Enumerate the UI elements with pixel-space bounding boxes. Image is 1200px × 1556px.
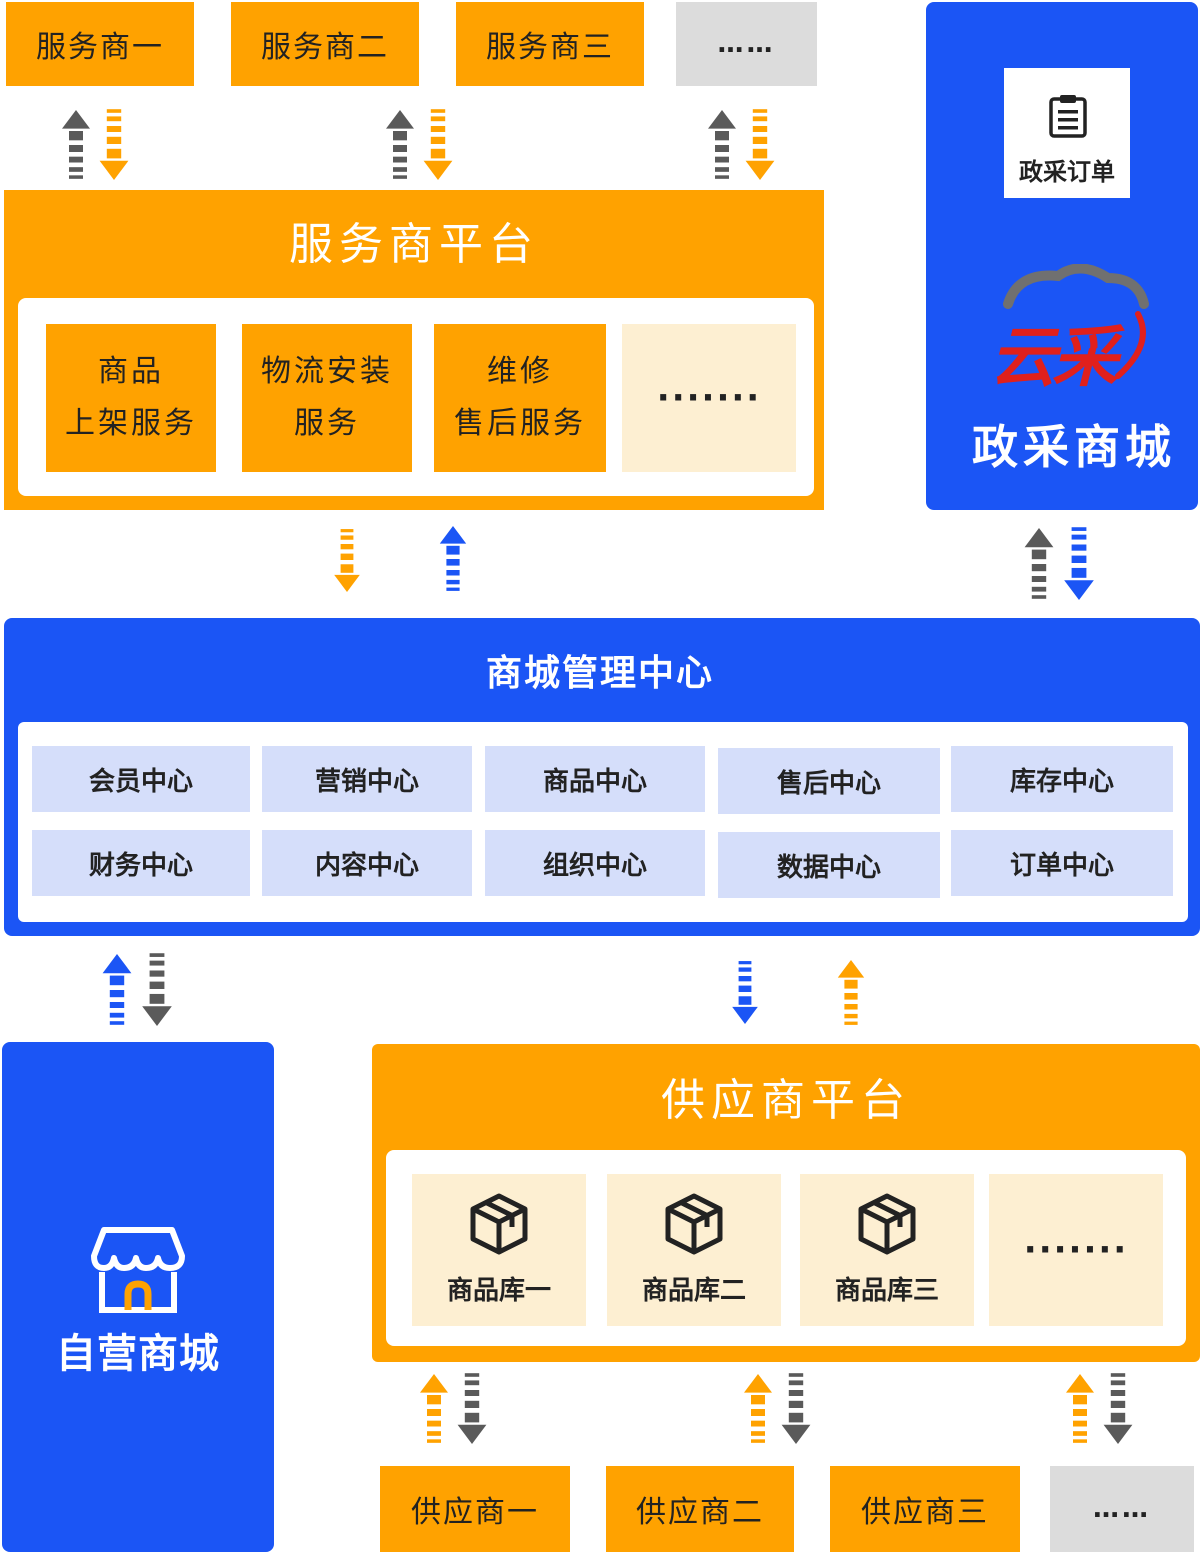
bidirectional-arrow-icon [420, 1372, 492, 1444]
gov-mall: 政采订单 云采 政采商城 [926, 2, 1198, 510]
arrow-down-icon [326, 528, 368, 592]
yuncai-logo [988, 263, 1158, 388]
box-icon [664, 1193, 724, 1262]
service-item[interactable]: 物流安装 服务 [242, 324, 412, 472]
box-icon [469, 1193, 529, 1262]
product-library[interactable]: 商品库一 [412, 1174, 586, 1326]
store-icon [90, 1224, 186, 1320]
product-library-more[interactable]: ······· [989, 1174, 1163, 1326]
self-mall: 自营商城 [2, 1042, 274, 1552]
service-platform-title: 服务商平台 [289, 219, 539, 270]
center-cell-member[interactable]: 会员中心 [32, 746, 250, 812]
yuncai-logo-text: 云采 [990, 319, 1118, 396]
box-icon [857, 1193, 917, 1262]
center-cell-product[interactable]: 商品中心 [485, 746, 705, 812]
supplier-platform-title: 供应商平台 [661, 1075, 911, 1126]
gov-order-card[interactable]: 政采订单 [1004, 68, 1130, 198]
service-item[interactable]: 商品 上架服务 [46, 324, 216, 472]
service-platform: 服务商平台 商品 上架服务 物流安装 服务 维修 售后服务 ······· [4, 190, 824, 510]
mall-center-title: 商城管理中心 [485, 653, 714, 694]
product-library[interactable]: 商品库三 [800, 1174, 974, 1326]
mall-management-center: 商城管理中心 会员中心 营销中心 商品中心 售后中心 库存中心 财务中心 内容中… [4, 618, 1200, 936]
center-cell-marketing[interactable]: 营销中心 [262, 746, 472, 812]
supplier-platform-panel: 商品库一 商品库二 商品库三 ······· [386, 1150, 1186, 1346]
service-provider-3[interactable]: 服务商三 [456, 2, 644, 86]
supplier-2[interactable]: 供应商二 [606, 1466, 794, 1552]
arrow-up-icon [432, 526, 474, 592]
bidirectional-arrow-icon [744, 1372, 816, 1444]
bidirectional-arrow-icon [1024, 526, 1100, 600]
product-library[interactable]: 商品库二 [607, 1174, 781, 1326]
center-cell-organization[interactable]: 组织中心 [485, 830, 705, 896]
gov-mall-title: 政采商城 [972, 420, 1176, 474]
clipboard-icon [1048, 94, 1088, 142]
supplier-1[interactable]: 供应商一 [380, 1466, 570, 1552]
center-cell-finance[interactable]: 财务中心 [32, 830, 250, 896]
bidirectional-arrow-icon [1066, 1372, 1138, 1444]
arrow-down-icon [724, 960, 766, 1024]
service-provider-more[interactable]: …… [676, 2, 817, 86]
service-provider-1[interactable]: 服务商一 [6, 2, 194, 86]
self-mall-title: 自营商城 [56, 1331, 220, 1377]
bidirectional-arrow-icon [708, 108, 780, 180]
supplier-platform: 供应商平台 商品库一 商品库二 商品库三 ······· [372, 1044, 1200, 1362]
mall-center-panel: 会员中心 营销中心 商品中心 售后中心 库存中心 财务中心 内容中心 组织中心 … [18, 722, 1188, 922]
bidirectional-arrow-icon [102, 952, 178, 1026]
arrow-up-icon [830, 960, 872, 1026]
service-platform-panel: 商品 上架服务 物流安装 服务 维修 售后服务 ······· [18, 298, 814, 496]
service-item[interactable]: 维修 售后服务 [434, 324, 606, 472]
bidirectional-arrow-icon [62, 108, 134, 180]
service-provider-2[interactable]: 服务商二 [231, 2, 419, 86]
supplier-3[interactable]: 供应商三 [830, 1466, 1020, 1552]
bidirectional-arrow-icon [386, 108, 458, 180]
center-cell-order[interactable]: 订单中心 [951, 830, 1173, 896]
center-cell-inventory[interactable]: 库存中心 [951, 746, 1173, 812]
center-cell-aftersale[interactable]: 售后中心 [718, 748, 940, 814]
supplier-more[interactable]: …… [1050, 1466, 1194, 1552]
service-item-more[interactable]: ······· [622, 324, 796, 472]
center-cell-content[interactable]: 内容中心 [262, 830, 472, 896]
center-cell-data[interactable]: 数据中心 [718, 832, 940, 898]
